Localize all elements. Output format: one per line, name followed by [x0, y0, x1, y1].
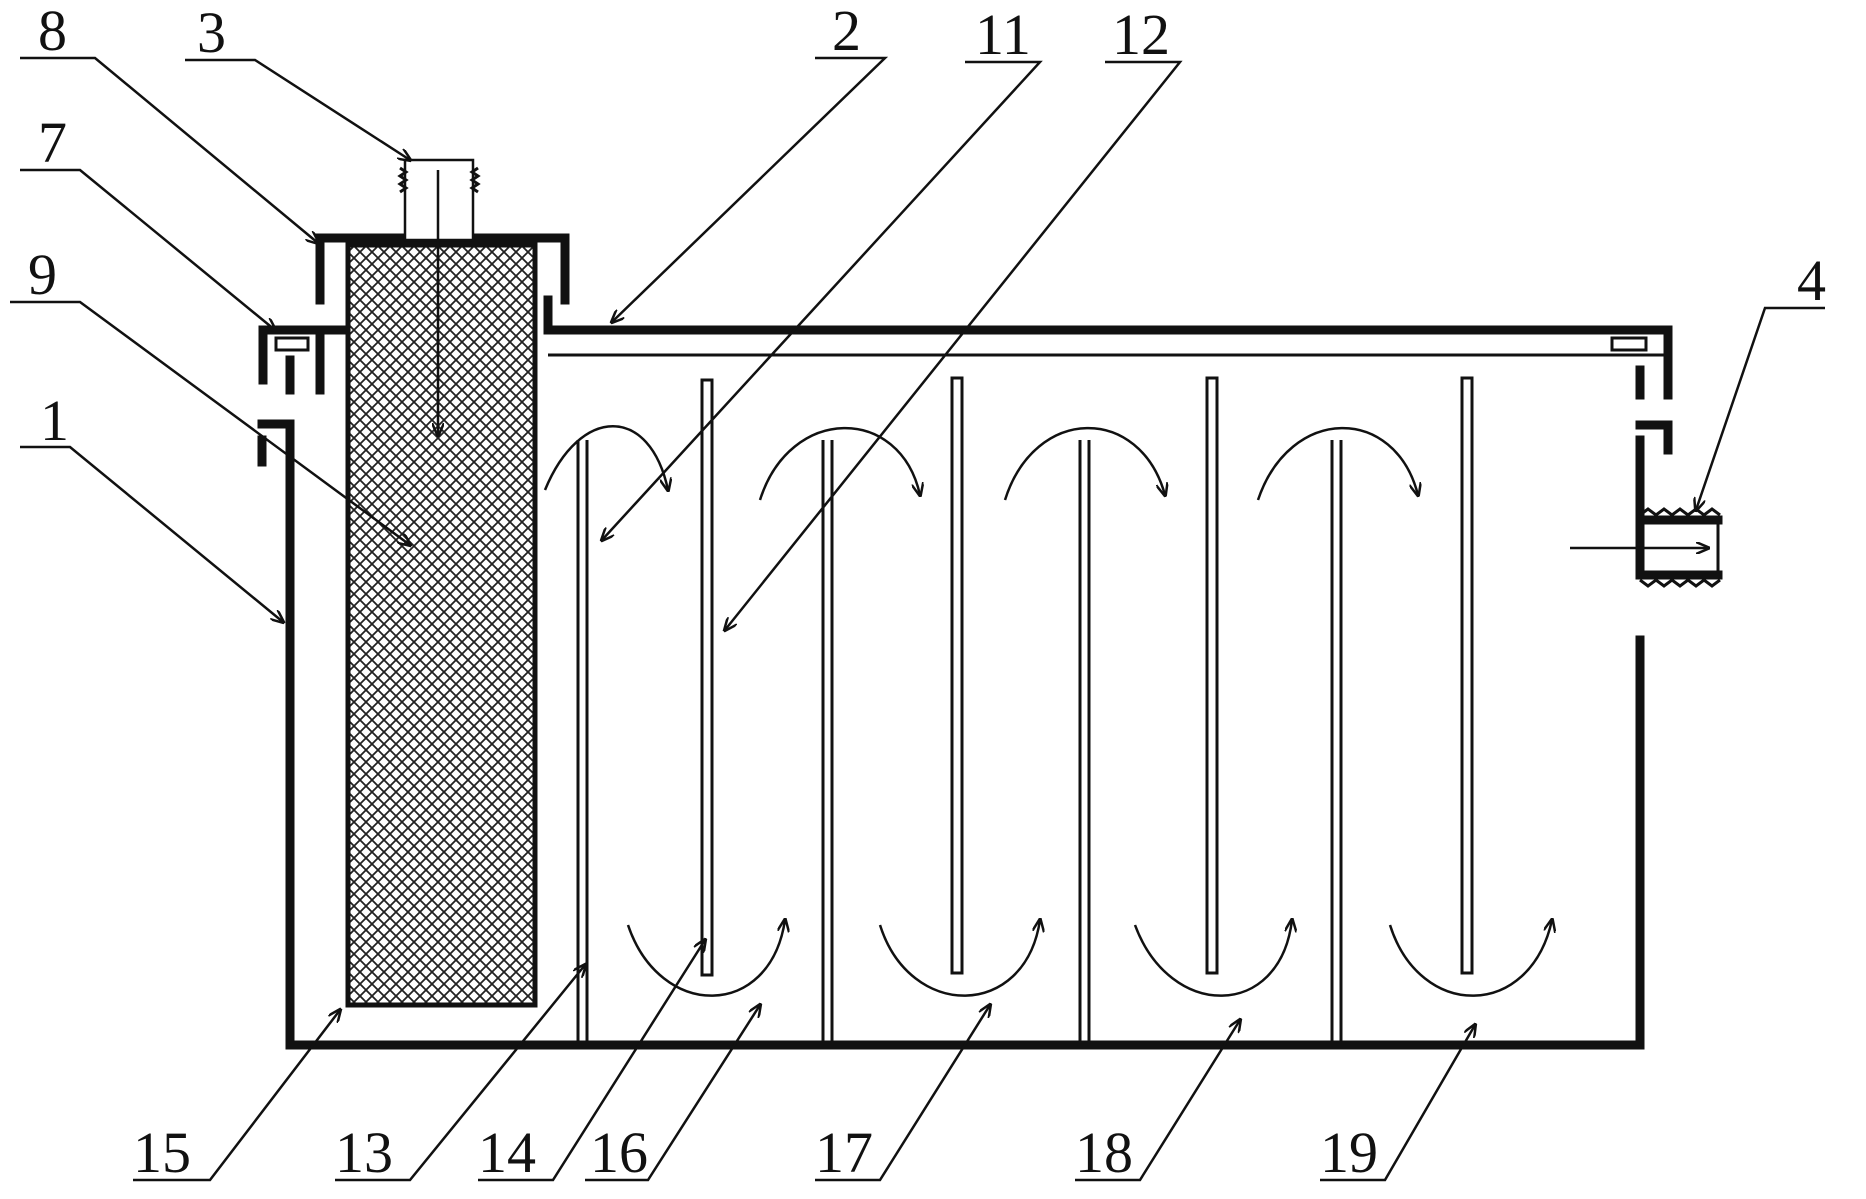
label-8: 8 [38, 0, 67, 63]
label-16: 16 [590, 1120, 648, 1185]
label-12: 12 [1112, 2, 1170, 67]
flow-arrows [543, 425, 1552, 997]
reference-labels: 8 3 2 11 12 7 9 1 4 15 13 14 16 17 18 19 [28, 0, 1826, 1185]
leader-lines [10, 56, 1825, 1182]
baffle-12 [700, 378, 714, 977]
label-11: 11 [975, 2, 1031, 67]
label-1: 1 [40, 388, 69, 453]
lower-baffles [576, 440, 1343, 1045]
label-15: 15 [133, 1120, 191, 1185]
label-9: 9 [28, 242, 57, 307]
upper-baffles [700, 376, 1474, 977]
inlet-cap [258, 233, 570, 395]
label-18: 18 [1075, 1120, 1133, 1185]
baffle-2 [821, 440, 834, 1045]
label-7: 7 [38, 110, 67, 175]
baffle-u3 [1205, 376, 1219, 975]
lid [543, 325, 1673, 455]
label-14: 14 [478, 1120, 536, 1185]
label-19: 19 [1320, 1120, 1378, 1185]
baffle-3 [1078, 440, 1091, 1045]
label-3: 3 [197, 0, 226, 65]
baffle-13 [576, 440, 589, 1045]
label-17: 17 [815, 1120, 873, 1185]
label-4: 4 [1797, 248, 1826, 313]
label-13: 13 [335, 1120, 393, 1185]
baffle-4 [1330, 440, 1343, 1045]
outlet-pipe [1570, 507, 1723, 588]
baffle-u2 [950, 376, 964, 975]
label-2: 2 [832, 0, 861, 63]
filter-cartridge [345, 242, 538, 1008]
baffle-u4 [1460, 376, 1474, 975]
